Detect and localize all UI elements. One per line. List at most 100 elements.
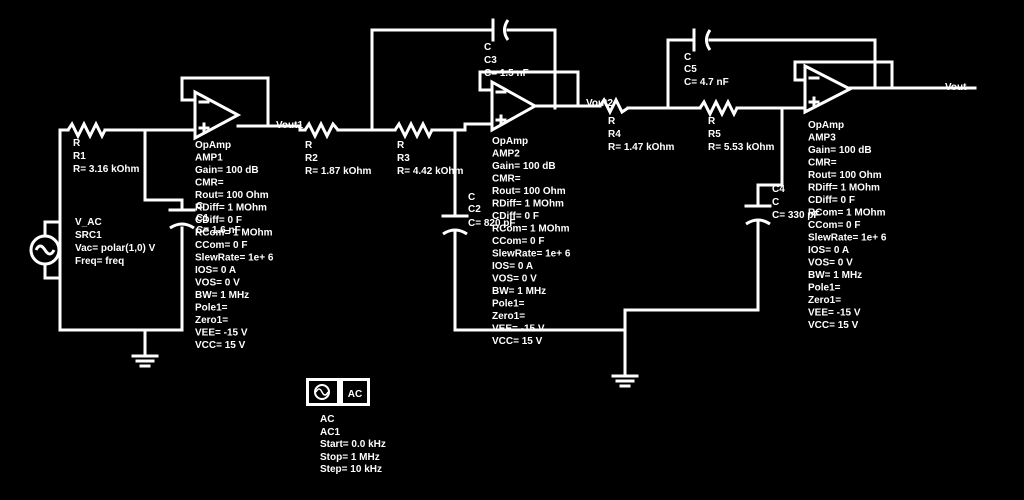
amp3-param: CCom= 0 F [808,220,861,231]
wires [58,28,977,377]
amp3-param: BW= 1 MHz [808,270,862,281]
c3-type: C [484,42,491,53]
r2-name: R2 [305,153,318,164]
c4-name: C4 [772,184,785,195]
capacitor-c5[interactable] [692,28,712,52]
src-name: SRC1 [75,230,102,241]
amp3-param: SlewRate= 1e+ 6 [808,233,887,244]
amp2-param: VEE= -15 V [492,324,545,335]
resistor-r3[interactable] [393,120,434,140]
amp1-param: Gain= 100 dB [195,165,259,176]
amp3-param: RCom= 1 MOhm [808,208,886,219]
r1-name: R1 [73,151,86,162]
amp3-param: Rout= 100 Ohm [808,170,882,181]
r2-type: R [305,140,313,151]
src-vac: Vac= polar(1,0) V [75,243,156,254]
amp2-param: CMR= [492,174,521,185]
ground-icon [131,354,159,368]
amp1-param: AMP1 [195,153,223,164]
ac-name: AC1 [320,427,340,438]
capacitor-c2[interactable] [441,214,469,236]
src-type: V_AC [75,217,102,228]
ac-start: Start= 0.0 kHz [320,439,386,450]
amp3-param: IOS= 0 A [808,245,849,256]
amp2-param: CCom= 0 F [492,236,545,247]
resistor-r4[interactable] [598,96,629,116]
opamp-amp2[interactable] [490,79,539,133]
amp2-param: Rout= 100 Ohm [492,186,566,197]
c1-name: C1 [196,213,209,224]
amp2-param: IOS= 0 A [492,261,533,272]
r5-type: R [708,116,716,127]
r4-type: R [608,116,616,127]
c5-name: C5 [684,64,697,75]
c2-name: C2 [468,204,481,215]
ac-sim-icon [314,384,330,400]
r3-type: R [397,140,405,151]
amp1-param: RCom= 1 MOhm [195,228,273,239]
ac-step: Step= 10 kHz [320,464,382,475]
c3-value: C= 1.5 nF [484,68,529,79]
amp3-param: Gain= 100 dB [808,145,872,156]
amp3-param: CMR= [808,158,837,169]
amp2-param: Gain= 100 dB [492,161,556,172]
r4-name: R4 [608,129,621,140]
c5-type: C [684,52,691,63]
capacitor-c1[interactable] [168,208,196,230]
resistor-r5[interactable] [698,98,739,118]
amp3-param: VCC= 15 V [808,320,859,331]
amp1-param: Pole1= [195,303,228,314]
r3-value: R= 4.42 kOhm [397,166,464,177]
amp3-param: CDiff= 0 F [808,195,855,206]
amp3-param: RDiff= 1 MOhm [808,183,880,194]
c4-type: C [772,197,779,208]
ac-badge-label: AC [348,389,362,400]
opamp-amp3[interactable] [803,63,854,115]
src-freq: Freq= freq [75,256,124,267]
amp1-param: RDiff= 1 MOhm [195,203,267,214]
r1-value: R= 3.16 kOhm [73,164,140,175]
amp2-param: VOS= 0 V [492,274,537,285]
c3-name: C3 [484,55,497,66]
r4-value: R= 1.47 kOhm [608,142,675,153]
r3-name: R3 [397,153,410,164]
amp3-param: VOS= 0 V [808,258,853,269]
amp3-param: AMP3 [808,133,836,144]
net-label-vout1: Vout1 [276,120,303,131]
amp1-param: CDiff= 0 F [195,215,242,226]
c4-value: C= 330 pF [772,210,820,221]
amp2-param: SlewRate= 1e+ 6 [492,249,571,260]
amp1-param: CMR= [195,178,224,189]
amp3-param: Zero1= [808,295,841,306]
net-label-vout: Vout [945,82,967,93]
ac-simulation-controller[interactable]: AC [306,378,370,406]
amp1-param: OpAmp [195,140,231,151]
amp1-param: BW= 1 MHz [195,290,249,301]
capacitor-c3[interactable] [491,18,510,42]
r5-name: R5 [708,129,721,140]
r1-type: R [73,138,81,149]
ground-icon [611,374,639,388]
amp2-param: Zero1= [492,311,525,322]
c1-value: C= 1.6 nF [196,225,241,236]
capacitor-c4[interactable] [744,204,772,226]
resistor-r2[interactable] [303,120,340,140]
resistor-r1[interactable] [66,120,107,140]
ac-source-icon[interactable] [29,220,62,280]
c2-value: C= 820 pF [468,218,516,229]
amp1-param: VCC= 15 V [195,340,246,351]
net-label-vout2: Vout2 [586,98,613,109]
amp2-param: RDiff= 1 MOhm [492,199,564,210]
amp1-param: Zero1= [195,315,228,326]
c1-type: C [196,201,203,212]
amp3-param: VEE= -15 V [808,308,861,319]
amp2-param: AMP2 [492,149,520,160]
c2-type: C [468,192,475,203]
amp1-param: IOS= 0 A [195,265,236,276]
r5-value: R= 5.53 kOhm [708,142,775,153]
opamp-amp1[interactable] [193,89,242,141]
